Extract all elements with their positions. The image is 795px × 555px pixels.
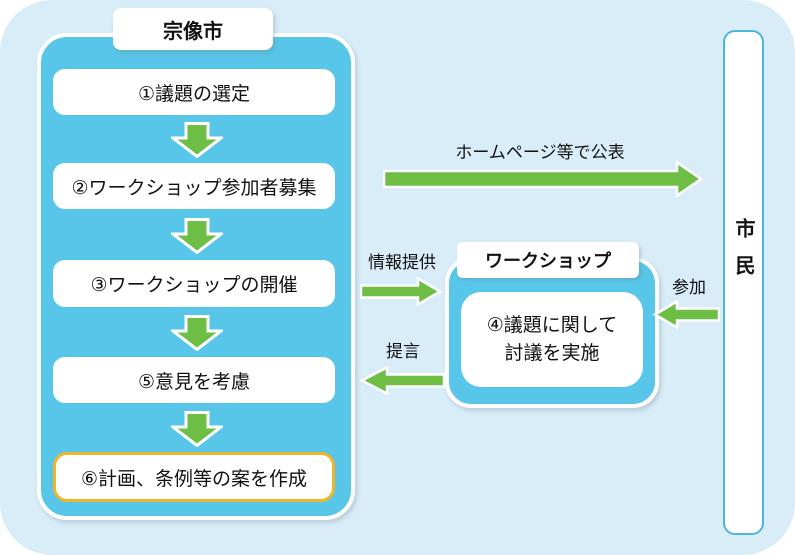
city-step-6-box-highlighted: ⑥計画、条例等の案を作成	[53, 452, 335, 502]
workshop-step-4-box: ④議題に関して 討議を実施	[461, 292, 643, 387]
left-arrow-icon	[652, 300, 720, 329]
down-arrow-icon	[171, 315, 223, 351]
city-step-3-box: ③ワークショップの開催	[53, 260, 335, 307]
workshop-panel-title: ワークショップ	[457, 242, 639, 278]
city-panel-title: 宗像市	[113, 8, 273, 50]
city-step-2-box: ②ワークショップ参加者募集	[53, 163, 335, 209]
right-arrow-icon	[383, 161, 703, 197]
city-step-1-box: ①議題の選定	[53, 69, 335, 115]
citizens-column: 市民	[723, 30, 764, 535]
info-flow-label: 情報提供	[368, 253, 436, 272]
down-arrow-icon	[171, 218, 223, 254]
left-arrow-icon	[359, 366, 445, 395]
citizens-label: 市民	[732, 217, 754, 292]
down-arrow-icon	[171, 411, 223, 447]
right-arrow-icon	[360, 277, 442, 306]
publish-flow-label: ホームページ等で公表	[455, 143, 625, 162]
proposal-flow-label: 提言	[386, 342, 420, 361]
participate-flow-label: 参加	[672, 278, 706, 297]
down-arrow-icon	[171, 122, 223, 158]
city-step-5-box: ⑤意見を考慮	[53, 357, 335, 403]
